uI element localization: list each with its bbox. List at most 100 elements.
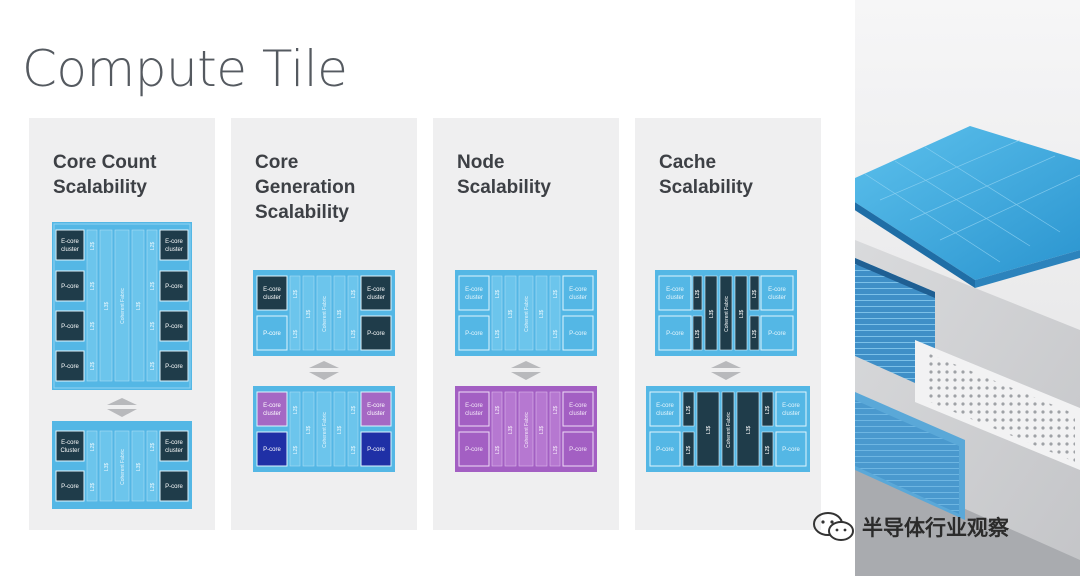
core-label: P-core — [61, 324, 79, 330]
core-label: cluster — [782, 411, 800, 417]
cache-label: L2$ — [90, 282, 96, 291]
cache-label: L2$ — [90, 443, 96, 452]
core-label: cluster — [367, 411, 385, 417]
core-label: P-core — [61, 484, 79, 490]
cache-label: L2$ — [553, 446, 559, 455]
page-title: Compute Tile — [22, 40, 348, 98]
panel-title: Core Count Scalability — [53, 150, 156, 200]
core-label: cluster — [656, 411, 674, 417]
core-label: E-core — [666, 287, 684, 293]
cache-label: L2$ — [686, 446, 692, 455]
cache-label: L2$ — [150, 443, 156, 452]
cache-label: L2$ — [351, 290, 357, 299]
panel-core-count: Core Count Scalability E-core — [29, 118, 215, 530]
core-label: P-core — [165, 324, 183, 330]
cache-label: L2$ — [695, 290, 701, 299]
core-label: P-core — [465, 331, 483, 337]
panel-cache: Cache Scalability E-core cluster P-core … — [635, 118, 821, 530]
scale-arrows-icon — [511, 361, 541, 386]
core-label: P-core — [61, 364, 79, 370]
core-label: E-core — [367, 403, 385, 409]
core-label: E-core — [165, 440, 183, 446]
chip-node-b: E-core cluster P-core E-core cluster P-c… — [455, 386, 597, 472]
fabric-label: Coherent Fabric — [524, 296, 530, 332]
cache-label: L2$ — [686, 406, 692, 415]
core-label: P-core — [768, 331, 786, 337]
core-label: E-core — [61, 239, 79, 245]
core-label: P-core — [263, 331, 281, 337]
cache-label: L3$ — [306, 426, 312, 435]
panel-title-line: Scalability — [255, 202, 349, 223]
cache-label: L2$ — [695, 330, 701, 339]
chip-core-count-large: E-core cluster P-core P-core P-core E-co… — [52, 222, 192, 390]
core-label: cluster — [367, 295, 385, 301]
core-label: P-core — [263, 447, 281, 453]
cache-label: L2$ — [293, 330, 299, 339]
chip-cache-b: E-core cluster P-core E-core cluster P-c… — [646, 386, 810, 472]
cache-label: L2$ — [553, 330, 559, 339]
chip-generation-b: E-core cluster P-core E-core cluster P-c… — [253, 386, 395, 472]
cache-label: L2$ — [90, 322, 96, 331]
core-label: cluster — [263, 411, 281, 417]
panel-title: Node Scalability — [457, 150, 551, 200]
fabric-label: Coherent Fabric — [322, 412, 328, 448]
core-label: cluster — [165, 448, 183, 454]
cache-label: L2$ — [553, 406, 559, 415]
cache-label: L3$ — [709, 310, 715, 319]
cache-label: L2$ — [90, 362, 96, 371]
core-label: E-core — [569, 287, 587, 293]
cache-label: L2$ — [150, 483, 156, 492]
cache-label: L2$ — [150, 282, 156, 291]
panel-node: Node Scalability E-core cluster P-core E… — [433, 118, 619, 530]
cache-label: L3$ — [337, 310, 343, 319]
core-label: cluster — [465, 411, 483, 417]
core-label: P-core — [367, 331, 385, 337]
chip-cache-a: E-core cluster P-core E-core cluster P-c… — [655, 270, 797, 356]
cache-label: L2$ — [150, 322, 156, 331]
core-label: P-core — [61, 284, 79, 290]
cache-label: L2$ — [495, 290, 501, 299]
fabric-label: Coherent Fabric — [726, 412, 732, 448]
core-label: E-core — [656, 403, 674, 409]
cache-label: L3$ — [104, 302, 110, 311]
compute-tile-top — [855, 126, 1080, 280]
cache-label: L2$ — [293, 290, 299, 299]
core-label: P-core — [656, 447, 674, 453]
core-label: E-core — [465, 403, 483, 409]
cache-label: L2$ — [553, 290, 559, 299]
cache-label: L3$ — [104, 463, 110, 472]
core-label: Cluster — [60, 448, 79, 454]
cache-label: L3$ — [746, 426, 752, 435]
fabric-label: Coherent Fabric — [322, 296, 328, 332]
scale-arrows-icon — [107, 398, 137, 423]
cache-label: L2$ — [752, 330, 758, 339]
core-label: P-core — [569, 447, 587, 453]
cache-label: L2$ — [150, 362, 156, 371]
core-label: E-core — [782, 403, 800, 409]
cache-label: L2$ — [351, 406, 357, 415]
fabric-label: Coherent Fabric — [120, 288, 126, 324]
panel-title-line: Core Count — [53, 152, 157, 173]
cache-label: L2$ — [765, 406, 771, 415]
core-label: E-core — [768, 287, 786, 293]
core-label: E-core — [61, 440, 79, 446]
panel-core-generation: Core Generation Scalability E-core clust… — [231, 118, 417, 530]
core-label: cluster — [263, 295, 281, 301]
panel-title: Core Generation Scalability — [255, 150, 355, 225]
cache-label: L3$ — [508, 426, 514, 435]
core-label: P-core — [367, 447, 385, 453]
package-render — [855, 0, 1080, 576]
fabric-label: Coherent Fabric — [524, 412, 530, 448]
cache-label: L2$ — [150, 242, 156, 251]
watermark-text: 半导体行业观察 — [862, 516, 1009, 540]
chip-generation-a: E-core cluster P-core E-core cluster P-c… — [253, 270, 395, 356]
cache-label: L2$ — [495, 330, 501, 339]
core-label: E-core — [367, 287, 385, 293]
panel-title-line: Scalability — [659, 177, 753, 198]
panel-title-line: Scalability — [53, 177, 147, 198]
panel-title: Cache Scalability — [659, 150, 753, 200]
scale-arrows-icon — [309, 361, 339, 386]
core-label: cluster — [768, 295, 786, 301]
core-label: cluster — [61, 247, 79, 253]
panel-title-line: Cache — [659, 152, 717, 173]
